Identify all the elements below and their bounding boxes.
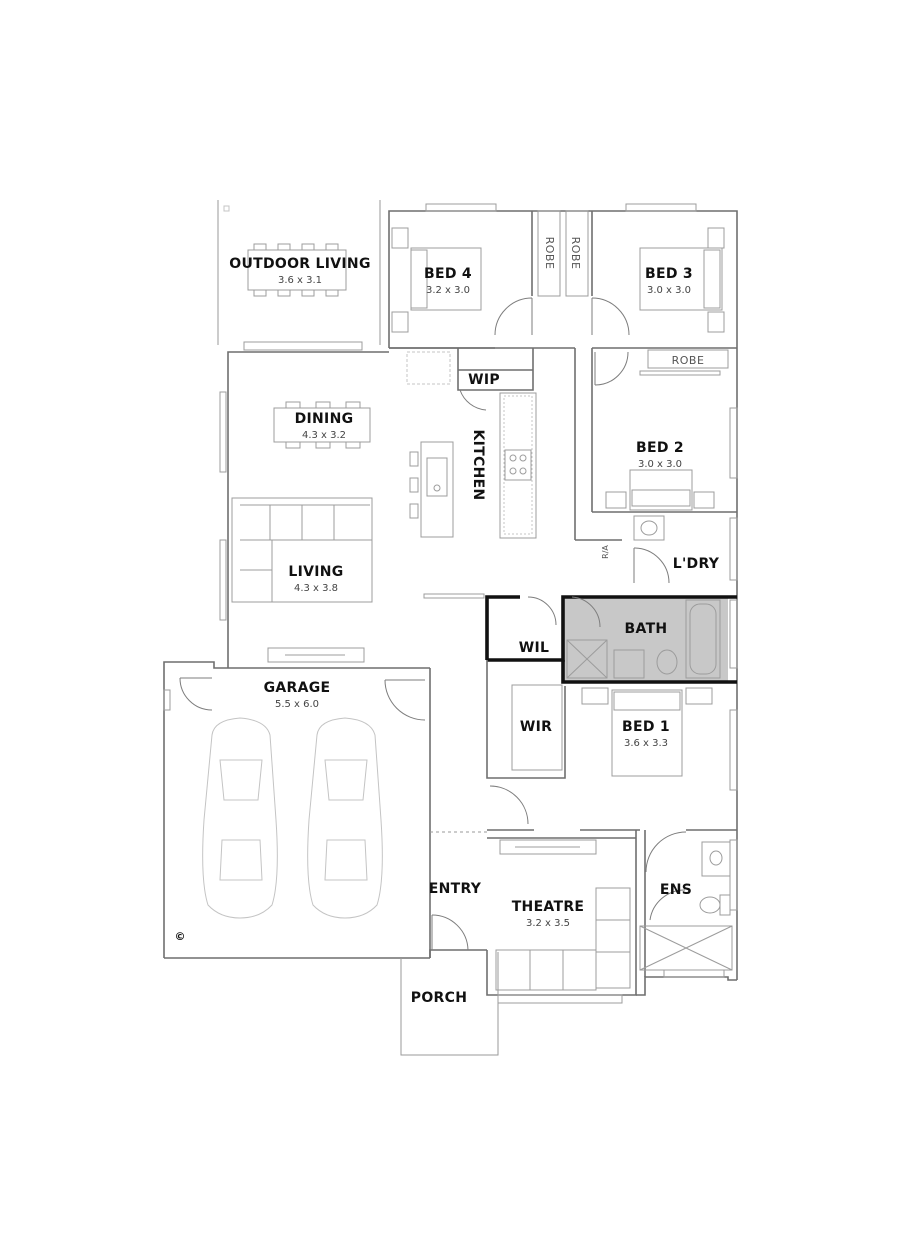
garage-dims: 5.5 x 6.0 <box>275 699 319 710</box>
copyright-mark: © <box>175 930 186 943</box>
wip-name: WIP <box>468 372 500 388</box>
kitchen-name: KITCHEN <box>470 430 486 501</box>
robe-label-a: ROBE <box>543 237 556 270</box>
bedroom-wing-walls <box>389 210 737 540</box>
garage-name: GARAGE <box>264 680 331 696</box>
garage-cars <box>202 717 383 919</box>
bed1-dims: 3.6 x 3.3 <box>624 738 668 749</box>
bed3-dims: 3.0 x 3.0 <box>647 285 691 296</box>
dining-table <box>273 401 371 449</box>
bed1-name: BED 1 <box>622 719 670 735</box>
bed3-furniture <box>639 227 725 333</box>
outdoor-living-area <box>217 200 381 345</box>
bed4-name: BED 4 <box>424 266 472 282</box>
living-sofa <box>231 497 373 663</box>
bed2-name: BED 2 <box>636 440 684 456</box>
living-dims: 4.3 x 3.8 <box>294 583 338 594</box>
robe-label-bed2: ROBE <box>672 354 705 367</box>
laundry-walls <box>575 515 665 541</box>
door-swings <box>179 297 687 951</box>
living-name: LIVING <box>288 564 343 580</box>
dining-dims: 4.3 x 3.2 <box>302 430 346 441</box>
outdoor-living-dims: 3.6 x 3.1 <box>278 275 322 286</box>
bed2-furniture <box>605 469 715 511</box>
entry-name: ENTRY <box>429 881 482 897</box>
porch-name: PORCH <box>411 990 467 1006</box>
bath-walls <box>485 595 737 684</box>
wir-name: WIR <box>520 719 552 735</box>
theatre-fixtures <box>487 837 636 991</box>
bed3-name: BED 3 <box>645 266 693 282</box>
bed1-area <box>430 660 737 833</box>
bed4-dims: 3.2 x 3.0 <box>426 285 470 296</box>
wil-name: WIL <box>519 640 549 656</box>
bed2-dims: 3.0 x 3.0 <box>638 459 682 470</box>
theatre-dims: 3.2 x 3.5 <box>526 918 570 929</box>
robe-label-b: ROBE <box>569 237 582 270</box>
theatre-name: THEATRE <box>512 899 585 915</box>
ens-name: ENS <box>660 882 692 898</box>
windows <box>163 203 738 1004</box>
laundry-name: L'DRY <box>673 556 720 572</box>
dining-name: DINING <box>295 411 354 427</box>
ensuite-fixtures <box>639 830 733 977</box>
ra-label: R/A <box>601 545 610 559</box>
bed4-furniture <box>391 227 482 333</box>
bath-name: BATH <box>625 621 668 637</box>
outdoor-living-name: OUTDOOR LIVING <box>229 256 370 272</box>
